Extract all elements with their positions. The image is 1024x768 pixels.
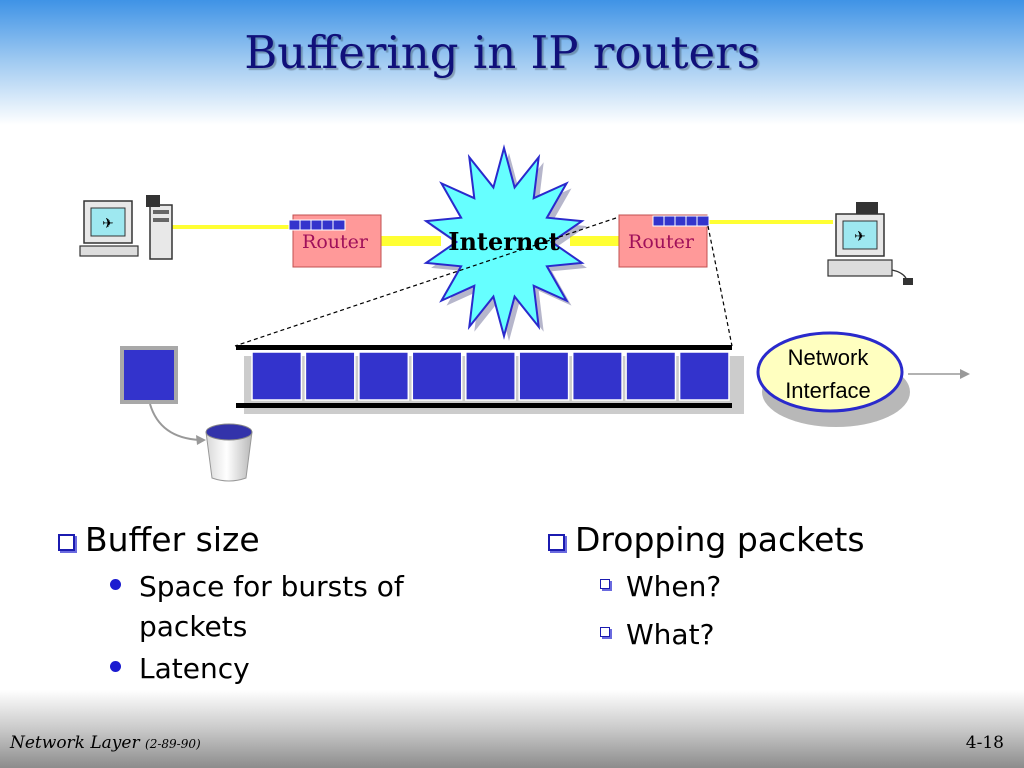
link-left-router-internet	[381, 236, 441, 246]
bullet-list-left: Buffer size Space for bursts of packets …	[58, 520, 478, 689]
bullet-heading-right: Dropping packets	[575, 520, 865, 559]
bullet-right-item-1: When?	[626, 570, 722, 603]
host-computer-left: ✈	[79, 195, 173, 260]
queue-packet	[304, 351, 356, 401]
footer-left-main: Network Layer	[10, 733, 140, 753]
router-right-label: Router	[628, 231, 695, 253]
router-right-port-slots	[663, 216, 698, 226]
host-computer-right: ✈	[827, 202, 913, 285]
square-bullet-icon	[548, 534, 565, 551]
bullet-left-item-1: Space for bursts of packets	[139, 570, 404, 643]
router-left: Router	[288, 214, 382, 268]
link-internet-right-router	[570, 236, 620, 246]
bullet-dropping-packets: Dropping packets	[548, 520, 968, 559]
bullet-subitem: Space for bursts of packets	[110, 567, 478, 647]
svg-text:✈: ✈	[854, 229, 866, 245]
footer-left-sub: (2-89-90)	[145, 737, 201, 751]
bullet-subitem: When?	[600, 567, 968, 607]
queue-packet	[571, 351, 623, 401]
footer-course-label: Network Layer (2-89-90)	[10, 733, 201, 753]
queue-packets	[251, 351, 730, 401]
square-bullet-icon	[600, 627, 610, 637]
router-left-port-slots	[299, 220, 334, 230]
queue-packet	[358, 351, 410, 401]
zoom-line-right	[707, 225, 733, 347]
bullet-left-item-2: Latency	[139, 652, 250, 685]
slide-title: Buffering in IP routers	[244, 26, 760, 79]
footer-page-number: 4-18	[965, 733, 1004, 753]
queue-packet	[251, 351, 303, 401]
router-right: Router	[618, 214, 710, 268]
bullet-buffer-size: Buffer size	[58, 520, 478, 559]
network-interface-label-line1: Network	[788, 345, 870, 370]
drop-arrow	[149, 403, 206, 445]
queue-packet	[518, 351, 570, 401]
svg-text:✈: ✈	[102, 216, 114, 232]
bullet-right-item-2: What?	[626, 618, 715, 651]
internet-cloud: Internet	[423, 144, 587, 341]
queue-packet	[678, 351, 730, 401]
queue-packet	[625, 351, 677, 401]
trash-bin-icon	[205, 423, 253, 482]
queue-packet	[465, 351, 516, 401]
bullet-subitem: What?	[600, 615, 968, 655]
network-diagram: ✈ ✈ Router Router Internet	[79, 144, 970, 482]
bullet-heading-left: Buffer size	[85, 520, 260, 559]
router-left-label: Router	[302, 231, 369, 253]
round-bullet-icon	[110, 579, 121, 590]
network-interface-label-line2: Interface	[785, 378, 871, 403]
square-bullet-icon	[600, 579, 610, 589]
queue-packet	[411, 351, 463, 401]
round-bullet-icon	[110, 661, 121, 672]
bullet-list-right: Dropping packets When? What?	[548, 520, 968, 655]
zoom-line-left	[234, 217, 617, 347]
internet-label: Internet	[448, 227, 559, 256]
square-bullet-icon	[58, 534, 75, 551]
network-interface: Network Interface	[756, 331, 910, 427]
dropped-packet	[120, 346, 178, 404]
bullet-subitem: Latency	[110, 649, 478, 689]
buffer-queue	[236, 345, 744, 414]
output-arrow	[908, 369, 970, 379]
